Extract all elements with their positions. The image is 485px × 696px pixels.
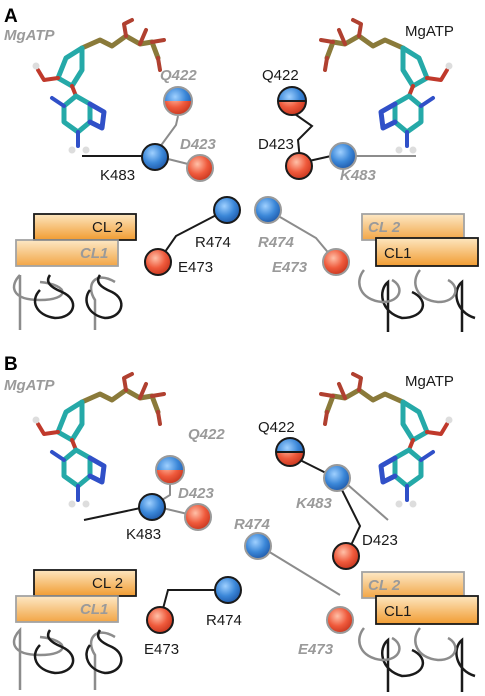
- label-mgatp-left-b: MgATP: [4, 377, 56, 394]
- label-e473-right: E473: [272, 259, 308, 276]
- label-d423-right-b: D423: [362, 532, 398, 549]
- label-e473-left: E473: [178, 259, 213, 276]
- label-k483-right: K483: [340, 167, 377, 184]
- cl2-box-left-b: CL 2: [33, 569, 137, 597]
- residue-k483-left-b: [138, 493, 166, 521]
- residue-k483-right: [329, 142, 357, 170]
- residue-d423-right-b: [332, 542, 360, 570]
- cl1-box-right-b: CL1: [375, 595, 479, 625]
- label-k483-right-b: K483: [296, 495, 333, 512]
- label-mgatp-right: MgATP: [405, 23, 454, 40]
- label-q422-right-b: Q422: [258, 419, 295, 436]
- panel-a: A: [4, 6, 479, 332]
- label-r474-center-b: R474: [234, 516, 271, 533]
- cl2-box-right: CL 2: [361, 213, 465, 241]
- atp-molecule-right-b: [319, 372, 453, 508]
- label-cl2-right: CL 2: [368, 219, 401, 236]
- atp-molecule-left: [32, 18, 166, 154]
- atp-molecule-left-b: [32, 372, 166, 508]
- residue-r474-left: [213, 196, 241, 224]
- residue-r474-right: [254, 196, 282, 224]
- cl1-box-left: CL1: [15, 239, 119, 267]
- panel-b: B: [4, 354, 479, 692]
- coupling-helices-left: [12, 274, 123, 330]
- label-q422-left-b: Q422: [188, 426, 225, 443]
- label-cl1-right-b: CL1: [384, 603, 412, 620]
- residue-e473-right-b: [326, 606, 354, 634]
- label-cl2-right-b: CL 2: [368, 577, 401, 594]
- residue-k483-left: [141, 143, 169, 171]
- cl2-box-left: CL 2: [33, 213, 137, 241]
- label-k483-left: K483: [100, 167, 135, 184]
- label-cl1-left-b: CL1: [80, 601, 108, 618]
- residue-d423-left: [186, 154, 214, 182]
- label-q422-left: Q422: [160, 67, 197, 84]
- cl2-box-right-b: CL 2: [361, 571, 465, 599]
- cl1-box-right: CL1: [375, 237, 479, 267]
- residue-d423-right: [285, 152, 313, 180]
- atp-molecule-right: [319, 18, 453, 154]
- residue-q422-right-b: [275, 437, 305, 467]
- label-mgatp-left: MgATP: [4, 27, 56, 44]
- label-d423-right: D423: [258, 136, 294, 153]
- panel-letter-b: B: [4, 354, 18, 375]
- panel-letter-a: A: [4, 6, 18, 27]
- residue-r474-center-b: [244, 532, 272, 560]
- residue-q422-left: [163, 86, 193, 116]
- residue-e473-right: [322, 248, 350, 276]
- label-d423-left: D423: [180, 136, 217, 153]
- cl1-box-left-b: CL1: [15, 595, 119, 623]
- coupling-helices-right: [358, 269, 476, 332]
- label-mgatp-right-b: MgATP: [405, 373, 454, 390]
- label-e473-right-b: E473: [298, 641, 334, 658]
- label-k483-left-b: K483: [126, 526, 161, 543]
- label-d423-left-b: D423: [178, 485, 215, 502]
- residue-k483-right-b: [323, 464, 351, 492]
- coupling-helices-left-b: [12, 626, 123, 690]
- label-r474-left-b: R474: [206, 612, 242, 629]
- label-e473-left-b: E473: [144, 641, 179, 658]
- residue-q422-right: [277, 86, 307, 116]
- label-r474-left: R474: [195, 234, 231, 251]
- residue-e473-left: [144, 248, 172, 276]
- coupling-helices-right-b: [358, 627, 476, 692]
- label-r474-right: R474: [258, 234, 295, 251]
- label-cl1-left: CL1: [80, 245, 108, 262]
- residue-d423-left-b: [184, 503, 212, 531]
- label-cl2-left: CL 2: [92, 219, 123, 236]
- label-cl2-left-b: CL 2: [92, 575, 123, 592]
- label-q422-right: Q422: [262, 67, 299, 84]
- residue-e473-left-b: [146, 606, 174, 634]
- residue-r474-left-b: [214, 576, 242, 604]
- label-cl1-right: CL1: [384, 245, 412, 262]
- residue-q422-left-b: [155, 455, 185, 485]
